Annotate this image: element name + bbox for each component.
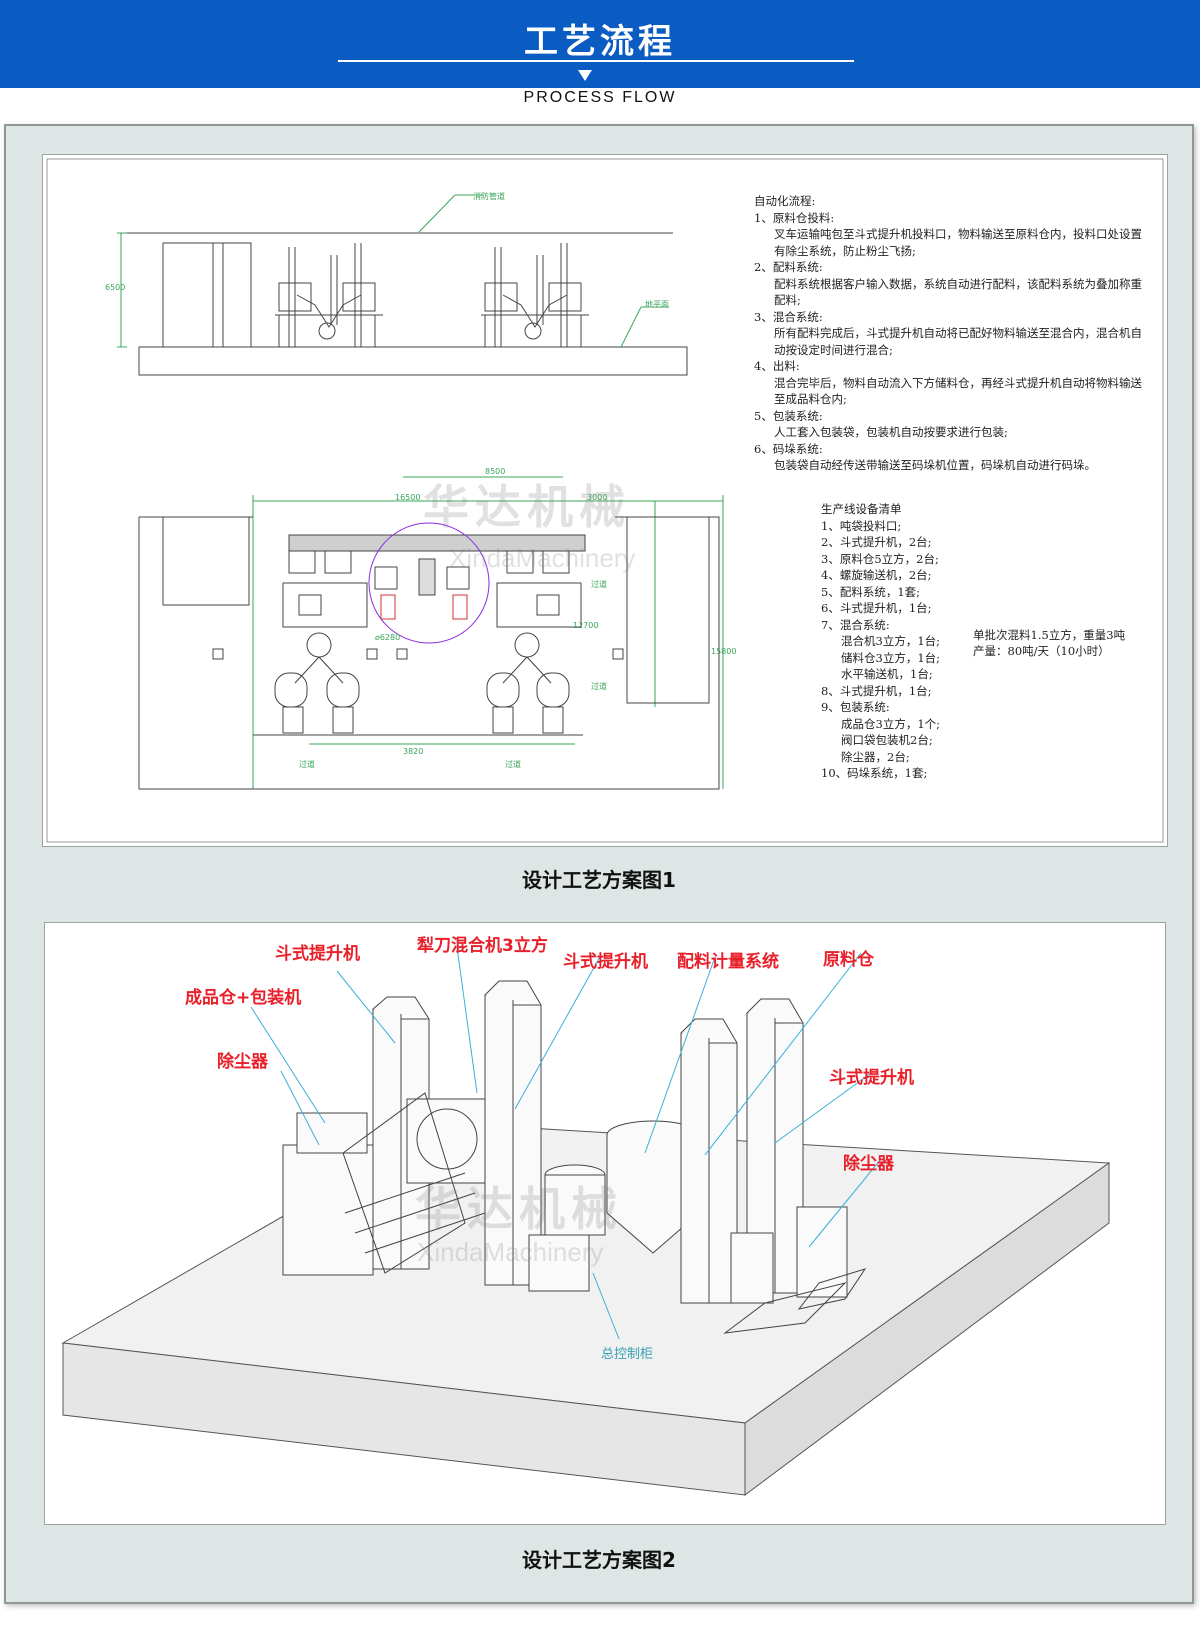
aisle-label: 过道 (505, 760, 521, 769)
watermark: XindaMachinery (417, 1237, 604, 1267)
watermark: 华达机械 (423, 480, 631, 534)
watermark: XindaMachinery (449, 543, 636, 573)
cad-drawing (46, 158, 1164, 843)
dimension-12700: 12700 (573, 621, 599, 630)
equipment-item: 1、吨袋投料口; (821, 518, 902, 533)
automation-step-title: 6、码垛系统: (754, 441, 823, 456)
watermark: 华达机械 (415, 1182, 623, 1236)
dimension-8500: 8500 (485, 467, 506, 476)
capacity-note: 单批次混料1.5立方，重量3吨 产量：80吨/天（10小时） (973, 627, 1153, 659)
automation-step-text: 叉车运输吨包至斗式提升机投料口，物料输送至原料仓内，投料口处设置有除尘系统，防止… (774, 227, 1142, 258)
capacity-batch: 单批次混料1.5立方，重量3吨 (973, 628, 1126, 642)
equipment-sketch (282, 980, 867, 1334)
automation-step-text: 包装袋自动经传送带输送至码垛机位置，码垛机自动进行码垛。 (774, 458, 1096, 472)
dimension-3820: 3820 (403, 747, 424, 756)
elevation-view (117, 232, 688, 376)
dimension-3000: 3000 (587, 493, 608, 502)
elevation-machine-group-right (481, 243, 589, 347)
callout-dust-collector-left: 除尘器 (217, 1052, 268, 1072)
plan-1-caption: 设计工艺方案图1 (522, 868, 676, 892)
fire-pipe-label: 消防管道 (473, 192, 505, 201)
leader-lines (250, 946, 882, 1340)
automation-step-text: 混合完毕后，物料自动流入下方储料仓，再经斗式提升机自动将物料输送至成品料仓内; (774, 375, 1142, 407)
aisle-label: 过道 (591, 580, 607, 589)
height-dimension: 6500 (105, 283, 126, 292)
automation-step-title: 1、原料仓投料: (754, 210, 835, 225)
content-panel: 消防管道 地平面 6500 8500 16500 3000 12700 1580… (4, 124, 1194, 1604)
equipment-subitem: 混合机3立方，1台; (841, 634, 941, 648)
dimension-lines (117, 194, 724, 789)
callout-elevator-left: 斗式提升机 (275, 944, 360, 964)
page-title: 工艺流程 (524, 22, 676, 62)
capacity-output: 产量：80吨/天（10小时） (973, 644, 1110, 658)
callout-plough-mixer: 犁刀混合机3立方 (417, 936, 548, 956)
dimension-15800: 15800 (711, 647, 737, 656)
chevron-down-icon (578, 70, 592, 81)
equipment-item: 3、原料仓5立方，2台; (821, 551, 939, 566)
callout-dust-collector-right: 除尘器 (843, 1154, 894, 1174)
plan-2-caption: 设计工艺方案图2 (522, 1548, 676, 1572)
mixer-diameter-label: ⌀6280 (375, 633, 401, 642)
equipment-subitem: 阀口袋包装机2台; (841, 733, 933, 747)
plan-view (138, 516, 720, 790)
callout-raw-bin: 原料仓 (823, 950, 874, 970)
equipment-subitem: 水平输送机，1台; (841, 667, 933, 681)
header-banner: 工艺流程 (0, 0, 1200, 88)
isometric-drawing (61, 946, 1111, 1496)
automation-step-text: 配料系统根据客户输入数据，系统自动进行配料，该配料系统为叠加称重配料; (774, 276, 1142, 308)
dimension-16500: 16500 (395, 493, 421, 502)
equipment-item: 5、配料系统，1套; (821, 584, 921, 599)
equipment-item: 8、斗式提升机，1台; (821, 683, 932, 698)
equipment-subitem: 成品仓3立方，1个; (841, 716, 941, 731)
equipment-item: 2、斗式提升机，2台; (821, 535, 932, 549)
motor-symbols (380, 594, 468, 620)
automation-step-text: 人工套入包装袋，包装机自动按要求进行包装; (774, 425, 1008, 439)
aisle-label: 过道 (591, 682, 607, 691)
equipment-list: 生产线设备清单 1、吨袋投料口; 2、斗式提升机，2台; 3、原料仓5立方，2台… (821, 501, 981, 782)
automation-step-title: 5、包装系统: (754, 408, 823, 423)
automation-heading: 自动化流程: (754, 194, 816, 208)
page-subtitle: PROCESS FLOW (523, 89, 677, 106)
equipment-item: 9、包装系统: (821, 700, 890, 714)
automation-step-title: 4、出料: (754, 359, 800, 373)
automation-step-title: 2、配料系统: (754, 260, 823, 274)
automation-step-text: 所有配料完成后，斗式提升机自动将已配好物料输送至混合内，混合机自动按设定时间进行… (774, 326, 1142, 357)
callout-batching-system: 配料计量系统 (677, 952, 779, 972)
equipment-item: 10、码垛系统，1套; (821, 766, 928, 780)
equipment-item: 6、斗式提升机，1台; (821, 601, 932, 615)
callout-elevator-mid: 斗式提升机 (563, 952, 648, 972)
callout-elevator-right: 斗式提升机 (829, 1068, 914, 1088)
process-plan-1-drawing: 消防管道 地平面 6500 8500 16500 3000 12700 1580… (42, 154, 1168, 847)
equipment-subitem: 储料仓3立方，1台; (841, 650, 941, 665)
process-plan-2-rendering: 斗式提升机 成品仓+包装机 除尘器 犁刀混合机3立方 斗式提升机 配料计量系统 … (44, 922, 1166, 1525)
equipment-item: 7、混合系统: (821, 617, 890, 632)
automation-step-title: 3、混合系统: (754, 309, 823, 324)
elevation-machine-group-left (275, 243, 383, 347)
callout-control-cabinet: 总控制柜 (601, 1347, 654, 1362)
equipment-item: 4、螺旋输送机，2台; (821, 568, 932, 582)
title-underline (338, 60, 854, 62)
aisle-label: 过道 (299, 760, 315, 769)
equipment-heading: 生产线设备清单 (821, 502, 902, 516)
ground-level-label: 地平面 (645, 300, 669, 309)
callout-product-bin-packer: 成品仓+包装机 (185, 988, 302, 1008)
equipment-subitem: 除尘器，2台; (841, 749, 910, 764)
automation-notes: 自动化流程: 1、原料仓投料: 叉车运输吨包至斗式提升机投料口，物料输送至原料仓… (754, 193, 1144, 474)
